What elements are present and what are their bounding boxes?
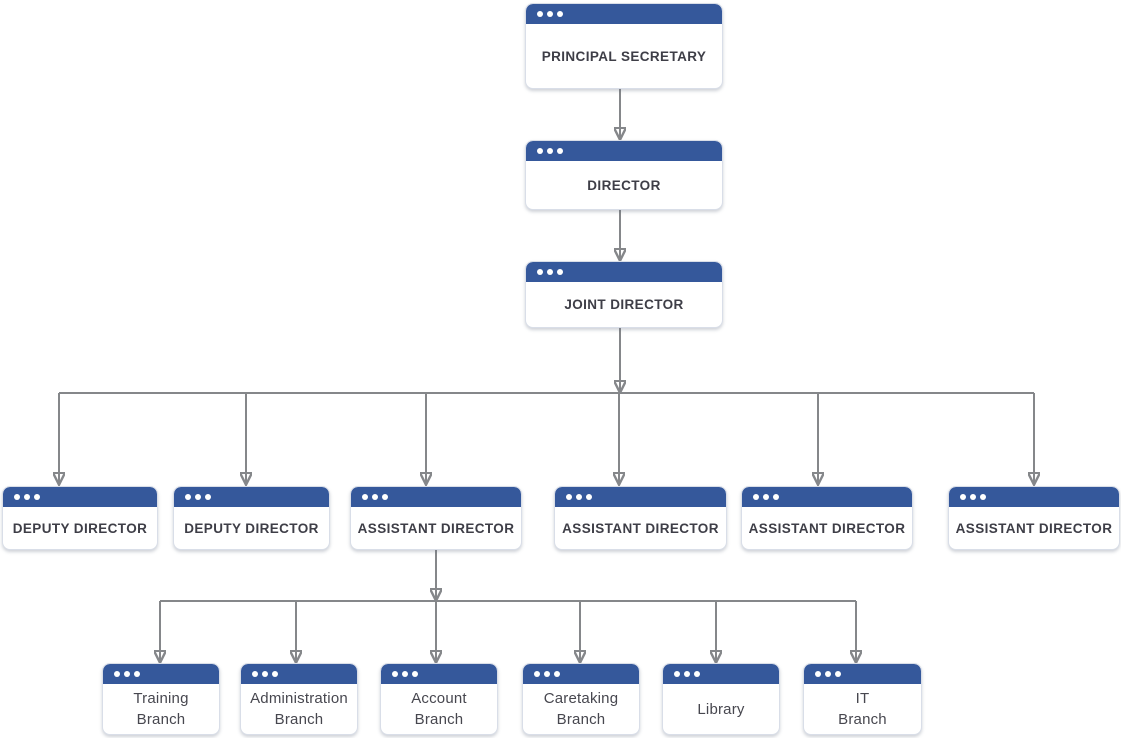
window-dot-icon [382, 494, 388, 500]
node-it-branch: IT Branch [803, 663, 922, 735]
window-dot-icon [34, 494, 40, 500]
window-titlebar [804, 664, 921, 684]
node-assistant-director-2: ASSISTANT DIRECTOR [554, 486, 727, 550]
window-dot-icon [544, 671, 550, 677]
window-titlebar [241, 664, 357, 684]
window-dot-icon [684, 671, 690, 677]
window-dot-icon [537, 11, 543, 17]
window-dot-icon [773, 494, 779, 500]
node-label: DEPUTY DIRECTOR [12, 520, 148, 536]
window-dot-icon [674, 671, 680, 677]
node-label: ASSISTANT DIRECTOR [955, 520, 1113, 536]
node-account-branch: Account Branch [380, 663, 498, 735]
node-principal-secretary: PRINCIPAL SECRETARY [525, 3, 723, 89]
window-dot-icon [534, 671, 540, 677]
window-titlebar [949, 487, 1119, 507]
node-label: ASSISTANT DIRECTOR [748, 520, 906, 536]
window-dot-icon [554, 671, 560, 677]
window-dot-icon [537, 269, 543, 275]
window-dot-icon [576, 494, 582, 500]
node-label: ASSISTANT DIRECTOR [357, 520, 515, 536]
window-dot-icon [835, 671, 841, 677]
window-dot-icon [763, 494, 769, 500]
node-joint-director: JOINT DIRECTOR [525, 261, 723, 328]
window-dot-icon [557, 269, 563, 275]
window-dot-icon [557, 148, 563, 154]
node-director: DIRECTOR [525, 140, 723, 210]
node-label: Caretaking Branch [543, 690, 619, 728]
window-dot-icon [14, 494, 20, 500]
window-titlebar [663, 664, 779, 684]
window-titlebar [3, 487, 157, 507]
window-dot-icon [114, 671, 120, 677]
node-deputy-director-2: DEPUTY DIRECTOR [173, 486, 330, 550]
window-titlebar [103, 664, 219, 684]
node-label: DEPUTY DIRECTOR [184, 520, 319, 536]
window-dot-icon [252, 671, 258, 677]
window-titlebar [351, 487, 521, 507]
node-caretaking-branch: Caretaking Branch [522, 663, 640, 735]
node-label: PRINCIPAL SECRETARY [541, 48, 707, 64]
node-label: Library [697, 700, 745, 718]
node-assistant-director-4: ASSISTANT DIRECTOR [948, 486, 1120, 550]
window-dot-icon [960, 494, 966, 500]
window-dot-icon [272, 671, 278, 677]
node-label: Administration Branch [250, 690, 348, 728]
window-dot-icon [24, 494, 30, 500]
node-assistant-director-3: ASSISTANT DIRECTOR [741, 486, 913, 550]
window-titlebar [526, 262, 722, 282]
window-dot-icon [970, 494, 976, 500]
node-label: DIRECTOR [587, 177, 661, 193]
node-label: Account Branch [411, 690, 467, 728]
window-dot-icon [362, 494, 368, 500]
window-dot-icon [134, 671, 140, 677]
window-titlebar [526, 4, 722, 24]
window-dot-icon [205, 494, 211, 500]
node-library: Library [662, 663, 780, 735]
window-titlebar [381, 664, 497, 684]
window-dot-icon [262, 671, 268, 677]
window-dot-icon [557, 11, 563, 17]
node-deputy-director-1: DEPUTY DIRECTOR [2, 486, 158, 550]
window-dot-icon [402, 671, 408, 677]
window-dot-icon [753, 494, 759, 500]
window-titlebar [526, 141, 722, 161]
window-dot-icon [124, 671, 130, 677]
window-dot-icon [547, 11, 553, 17]
window-dot-icon [537, 148, 543, 154]
node-assistant-director-1: ASSISTANT DIRECTOR [350, 486, 522, 550]
window-dot-icon [825, 671, 831, 677]
window-dot-icon [694, 671, 700, 677]
window-dot-icon [547, 269, 553, 275]
window-dot-icon [586, 494, 592, 500]
window-dot-icon [815, 671, 821, 677]
node-training-branch: Training Branch [102, 663, 220, 735]
window-dot-icon [547, 148, 553, 154]
window-dot-icon [195, 494, 201, 500]
window-dot-icon [185, 494, 191, 500]
window-titlebar [523, 664, 639, 684]
window-titlebar [742, 487, 912, 507]
window-dot-icon [392, 671, 398, 677]
window-dot-icon [566, 494, 572, 500]
node-administration-branch: Administration Branch [240, 663, 358, 735]
window-dot-icon [980, 494, 986, 500]
node-label: ASSISTANT DIRECTOR [562, 520, 719, 536]
node-label: Training Branch [133, 690, 189, 728]
node-label: JOINT DIRECTOR [564, 297, 684, 312]
window-titlebar [174, 487, 329, 507]
window-dot-icon [372, 494, 378, 500]
window-titlebar [555, 487, 726, 507]
window-dot-icon [412, 671, 418, 677]
node-label: IT Branch [838, 690, 887, 728]
